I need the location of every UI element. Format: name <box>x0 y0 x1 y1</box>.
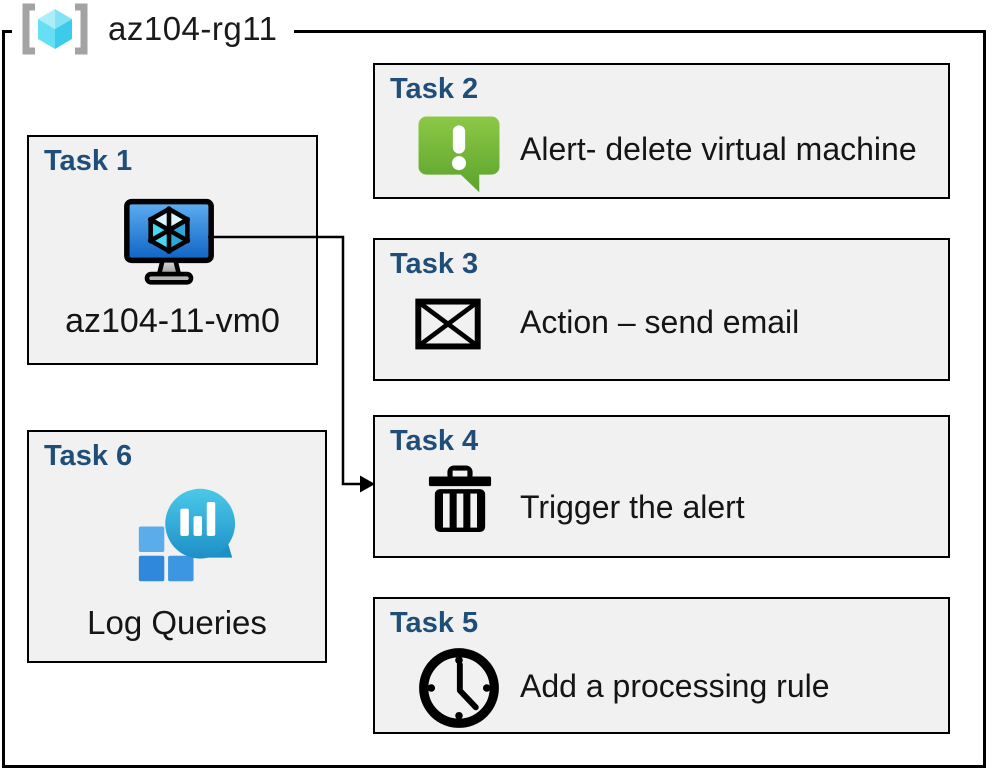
resource-group-header: az104-rg11 <box>12 0 294 58</box>
task-6-title: Task 6 <box>44 440 133 472</box>
resource-group-icon <box>22 3 88 55</box>
task-6-label: Log Queries <box>87 604 267 641</box>
task-1-title: Task 1 <box>44 145 133 177</box>
task-4-title: Task 4 <box>390 425 479 457</box>
task-3-box: Task 3 Action – send email <box>373 238 950 381</box>
resource-group-name: az104-rg11 <box>108 10 278 47</box>
task-2-label: Alert- delete virtual machine <box>520 131 917 167</box>
task-6-box: Task 6 Log Queries <box>27 430 327 663</box>
vm-name-label: az104-11-vm0 <box>65 302 280 340</box>
task-1-box: Task 1 a <box>27 135 318 365</box>
task-5-label: Add a processing rule <box>520 668 830 704</box>
task-4-label: Trigger the alert <box>520 489 745 525</box>
task-3-title: Task 3 <box>390 248 479 280</box>
email-icon <box>415 298 481 350</box>
task-3-label: Action – send email <box>520 304 800 340</box>
task-4-box: Task 4 Trigger the alert <box>373 415 950 558</box>
alert-icon <box>418 116 500 193</box>
task-2-title: Task 2 <box>390 73 479 105</box>
task-2-box: Task 2 Alert- delete virtual machine <box>373 63 950 199</box>
log-queries-icon <box>138 488 236 582</box>
resource-group-border <box>2 30 986 768</box>
clock-icon <box>419 648 499 728</box>
task-5-title: Task 5 <box>390 607 479 639</box>
virtual-machine-icon <box>124 198 214 285</box>
trash-icon <box>428 465 492 533</box>
task-5-box: Task 5 Add a processing rule <box>373 597 950 734</box>
